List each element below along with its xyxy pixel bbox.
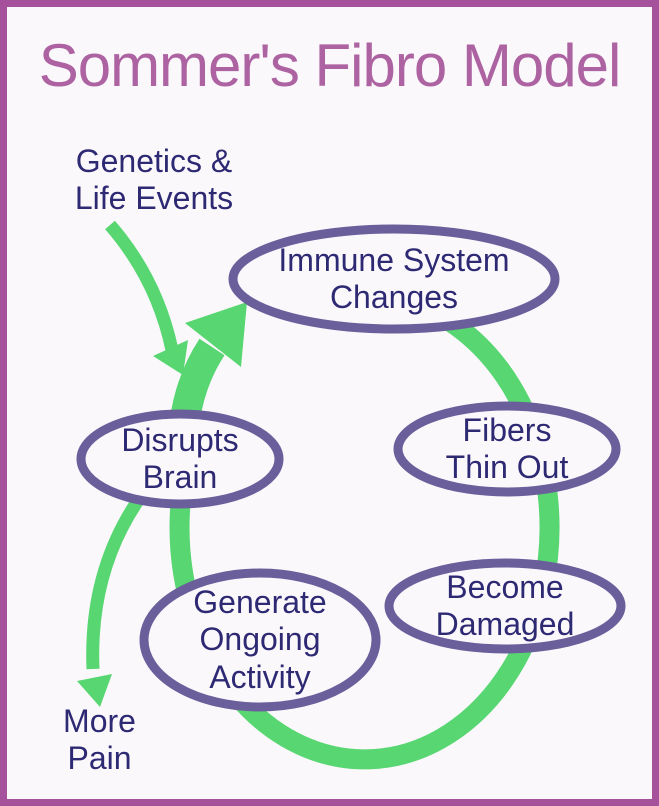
label-generate-ongoing-activity: Generate Ongoing Activity bbox=[193, 584, 327, 695]
label-fibers-thin-out: Fibers Thin Out bbox=[445, 411, 569, 485]
label-more-pain: More Pain bbox=[63, 703, 136, 777]
ellipse-become-damaged bbox=[384, 558, 626, 654]
cycle-arrowhead bbox=[185, 302, 247, 367]
cycle-diagram-svg bbox=[76, 220, 626, 770]
ellipse-fibers-thin-out bbox=[393, 401, 621, 497]
label-genetics-life-events: Genetics & Life Events bbox=[74, 143, 234, 217]
ellipse-immune-system-changes bbox=[228, 224, 560, 334]
label-become-damaged: Become Damaged bbox=[435, 568, 575, 642]
more-pain-arrowhead bbox=[77, 674, 112, 707]
more-pain-arrow bbox=[86, 495, 145, 670]
cycle-arrow-shaft bbox=[170, 338, 225, 422]
genetics-arrowhead bbox=[153, 340, 188, 375]
genetics-arrow bbox=[105, 220, 179, 352]
ellipse-generate-ongoing-activity bbox=[139, 568, 381, 712]
ellipse-disrupts-brain bbox=[76, 409, 284, 509]
label-immune-system-changes: Immune System Changes bbox=[278, 241, 510, 315]
label-disrupts-brain: Disrupts Brain bbox=[121, 421, 239, 495]
page-title: Sommer's Fibro Model bbox=[38, 32, 622, 99]
